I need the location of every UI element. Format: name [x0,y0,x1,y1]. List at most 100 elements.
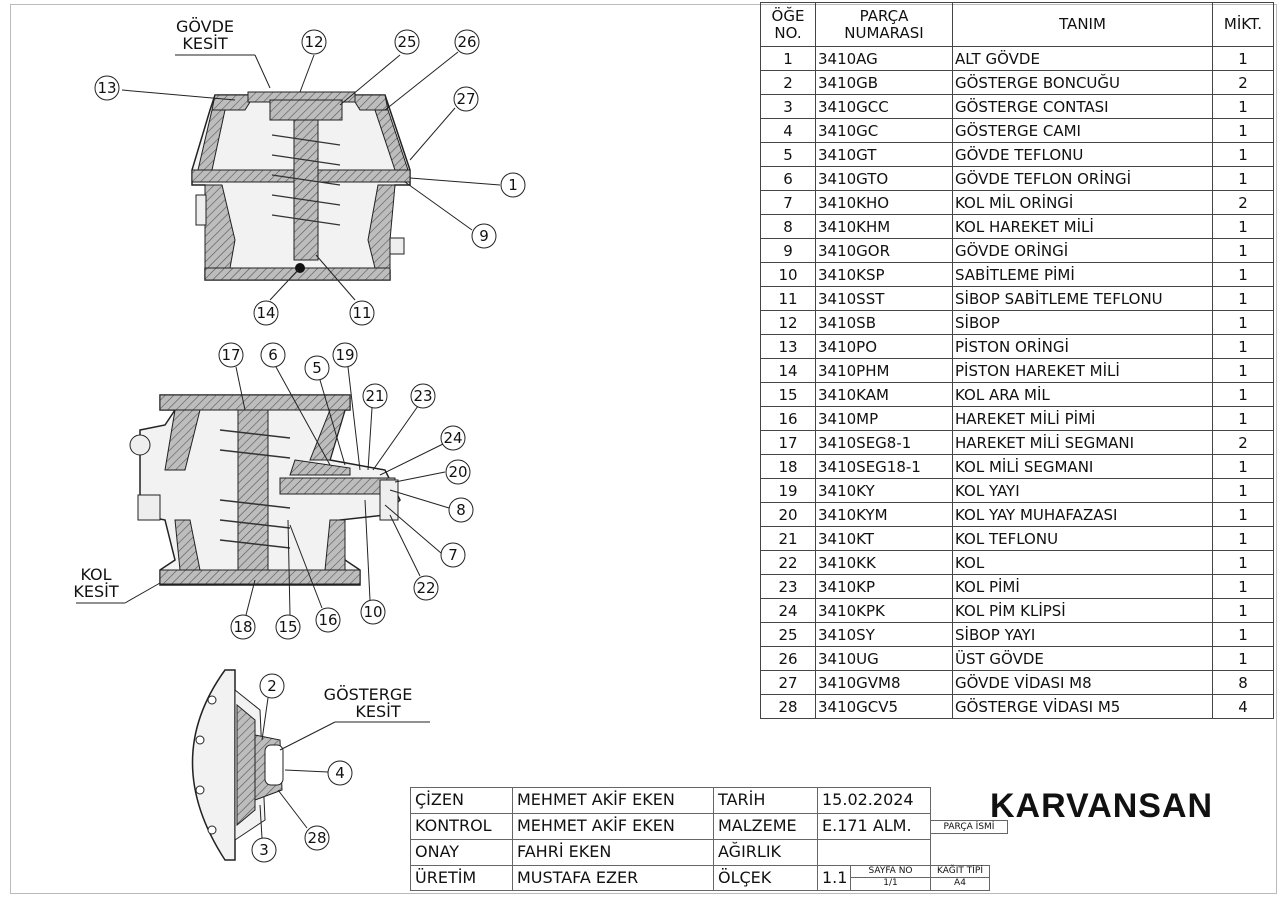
bom-cell-description: GÖSTERGE BONCUĞU [952,70,1213,95]
section-a-title: GÖVDE KESİT [175,17,271,89]
production-by: MUSTAFA EZER [512,865,714,891]
bom-cell-part-number: 3410KSP [815,262,953,287]
svg-text:5: 5 [312,359,322,377]
svg-text:KESİT: KESİT [355,702,400,721]
bom-cell-part-number: 3410GB [815,70,953,95]
svg-text:3: 3 [259,841,269,859]
balloon-18: 18 [230,614,256,640]
bom-cell-part-number: 3410UG [815,646,953,671]
bom-cell-item-no: 26 [760,646,816,671]
bom-cell-description: HAREKET MİLİ SEGMANI [952,430,1213,455]
bom-cell-description: KOL TEFLONU [952,526,1213,551]
bom-cell-description: GÖVDE VİDASI M8 [952,670,1213,695]
bom-cell-quantity: 1 [1212,598,1274,623]
svg-text:KOL: KOL [80,565,111,584]
svg-text:25: 25 [397,33,416,51]
bom-cell-item-no: 17 [760,430,816,455]
bom-cell-part-number: 3410KK [815,550,953,575]
balloon-4: 4 [327,760,353,786]
bom-cell-quantity: 1 [1212,238,1274,263]
section-view-lever [129,394,401,586]
bom-cell-item-no: 16 [760,406,816,431]
svg-text:4: 4 [335,764,345,782]
balloon-23: 23 [410,383,436,409]
bom-cell-item-no: 20 [760,502,816,527]
bom-cell-part-number: 3410SST [815,286,953,311]
bom-cell-quantity: 1 [1212,406,1274,431]
bom-cell-item-no: 1 [760,46,816,71]
bom-cell-item-no: 25 [760,622,816,647]
bom-cell-description: PİSTON ORİNGİ [952,334,1213,359]
svg-text:KESİT: KESİT [182,34,227,53]
bom-cell-item-no: 12 [760,310,816,335]
bom-cell-part-number: 3410KAM [815,382,953,407]
sheet-value: 1/1 [850,877,931,891]
bom-cell-description: KOL ARA MİL [952,382,1213,407]
bom-cell-part-number: 3410SY [815,622,953,647]
bom-cell-description: KOL MİL ORİNGİ [952,190,1213,215]
bom-cell-quantity: 1 [1212,46,1274,71]
bom-cell-description: SİBOP [952,310,1213,335]
bom-cell-quantity: 1 [1212,646,1274,671]
balloon-19: 19 [332,342,358,368]
bom-cell-item-no: 10 [760,262,816,287]
bom-cell-item-no: 21 [760,526,816,551]
company-logo: KARVANSAN [990,787,1214,825]
approved-by: FAHRİ EKEN [512,839,714,866]
bom-cell-quantity: 1 [1212,526,1274,551]
bom-cell-quantity: 1 [1212,118,1274,143]
bom-cell-description: GÖVDE ORİNGİ [952,238,1213,263]
balloon-13: 13 [94,75,120,101]
balloon-21: 21 [362,383,388,409]
balloon-7: 7 [440,542,466,568]
svg-text:2: 2 [267,677,277,695]
leaders-c [259,697,329,839]
bom-cell-description: KOL [952,550,1213,575]
svg-text:28: 28 [307,829,326,847]
bom-cell-description: KOL PİM KLİPSİ [952,598,1213,623]
balloon-10: 10 [360,599,386,625]
balloons-section-a: 12 25 26 13 27 1 9 14 11 [94,29,526,326]
balloon-25: 25 [394,29,420,55]
balloon-28: 28 [304,825,330,851]
section-view-body [191,91,411,281]
bom-cell-description: KOL YAY MUHAFAZASI [952,502,1213,527]
bom-cell-part-number: 3410KT [815,526,953,551]
section-view-indicator [191,669,284,861]
material-label: MALZEME [713,813,818,840]
svg-text:21: 21 [365,387,384,405]
balloon-5: 5 [304,355,330,381]
svg-text:6: 6 [268,346,278,364]
bom-cell-item-no: 27 [760,670,816,695]
bom-cell-item-no: 15 [760,382,816,407]
bom-cell-part-number: 3410KY [815,478,953,503]
svg-text:GÖVDE: GÖVDE [176,17,234,36]
svg-text:15: 15 [278,618,297,636]
svg-text:KESİT: KESİT [73,582,118,601]
svg-text:18: 18 [233,618,252,636]
bom-cell-item-no: 22 [760,550,816,575]
bom-cell-quantity: 1 [1212,478,1274,503]
bom-cell-quantity: 1 [1212,622,1274,647]
bom-cell-part-number: 3410PO [815,334,953,359]
bom-cell-quantity: 1 [1212,574,1274,599]
header-quantity: MİKT. [1212,2,1274,47]
bom-cell-description: SİBOP YAYI [952,622,1213,647]
bom-cell-quantity: 1 [1212,382,1274,407]
